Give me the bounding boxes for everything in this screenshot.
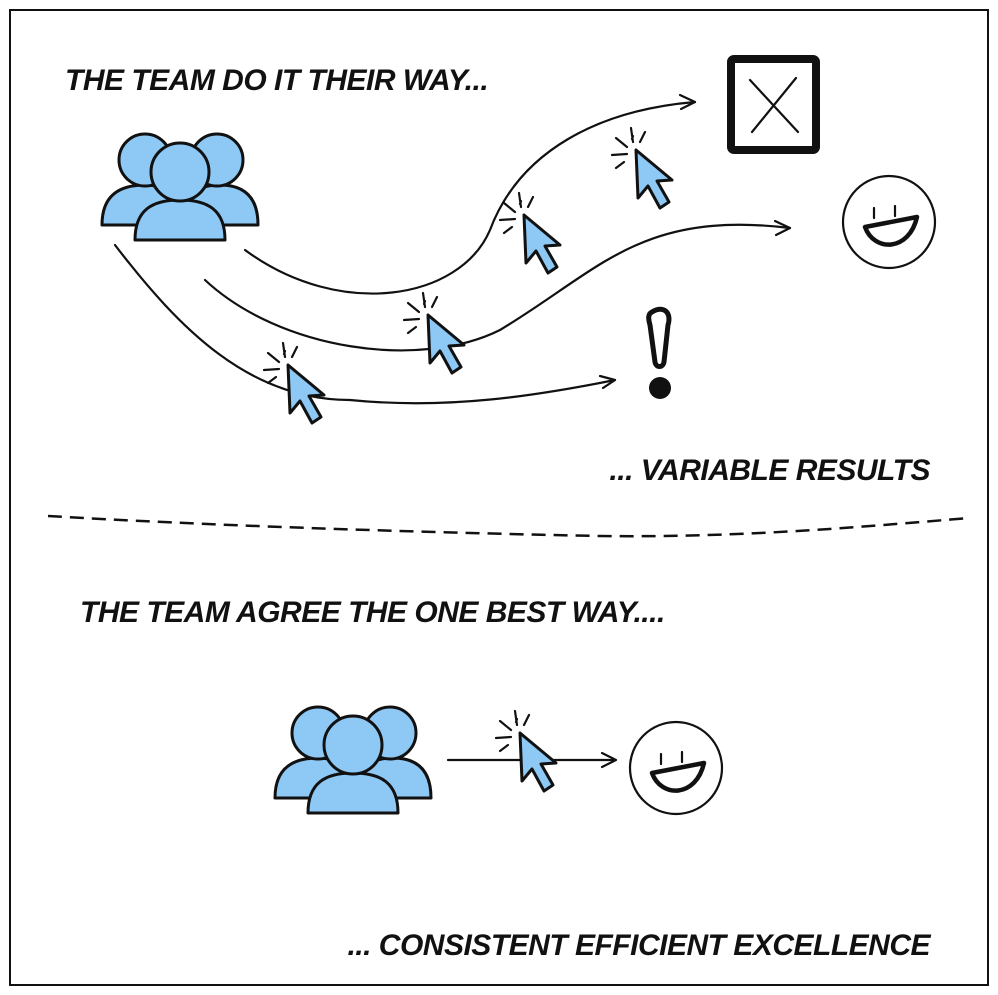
arrowhead-icon [600,751,618,769]
bottom-result: ... CONSISTENT EFFICIENT EXCELLENCE [347,929,931,962]
team-icon [273,705,433,815]
cursor-icon [262,341,326,425]
path-to-x [243,100,697,295]
cursor-icon [498,191,562,275]
top-result: ... VARIABLE RESULTS [609,454,930,487]
happy-smiley-icon [630,722,722,814]
exclamation-icon [646,306,672,399]
arrowhead-icon [773,219,792,237]
section-divider [47,514,971,538]
arrowhead-icon [678,93,697,111]
bottom-heading: THE TEAM AGREE THE ONE BEST WAY.... [80,596,665,629]
path-to-exclamation [113,243,617,405]
cursor-icon [610,126,674,210]
arrowhead-icon [598,374,617,390]
top-heading: THE TEAM DO IT THEIR WAY... [65,64,488,97]
cursor-icon [402,291,466,375]
frame [9,9,989,986]
happy-smiley-icon [843,176,935,268]
team-icon [100,132,260,242]
path-to-smiley [203,223,792,352]
failure-x-box-icon [727,55,820,154]
cursor-icon [494,709,558,793]
